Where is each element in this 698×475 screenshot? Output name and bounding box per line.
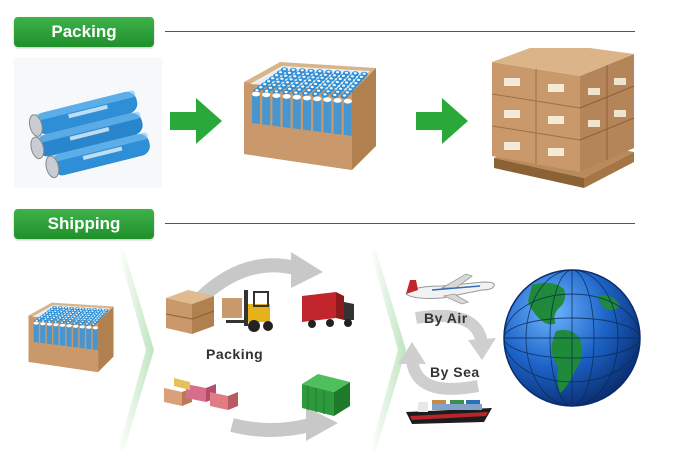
by-sea-label: By Sea <box>430 364 480 380</box>
pallet-boxes-image <box>491 48 635 188</box>
forklift-image <box>222 290 273 332</box>
circular-arrows-icon <box>398 309 496 395</box>
shipping-divider <box>165 223 635 224</box>
packing-section-title: Packing <box>14 17 154 47</box>
battery-cells-image <box>14 58 162 188</box>
battery-box-image <box>28 302 114 373</box>
by-air-label: By Air <box>424 310 468 326</box>
container-image <box>302 374 350 416</box>
battery-box-image <box>244 62 376 170</box>
carton-stack-image <box>165 290 215 334</box>
chevron-divider <box>370 250 406 450</box>
globe-image <box>503 269 641 407</box>
chevron-divider <box>118 250 154 450</box>
packing-divider <box>165 31 635 32</box>
curved-arrow-icon <box>230 407 338 441</box>
colorful-boxes-image <box>164 378 238 410</box>
truck-image <box>302 292 354 328</box>
airplane-image <box>405 273 495 305</box>
green-arrow-icon <box>170 98 222 144</box>
shipping-section-title: Shipping <box>14 209 154 239</box>
curved-arrow-icon <box>196 252 323 300</box>
ship-image <box>406 400 492 424</box>
green-arrow-icon <box>416 98 468 144</box>
packing-label: Packing <box>206 346 264 362</box>
